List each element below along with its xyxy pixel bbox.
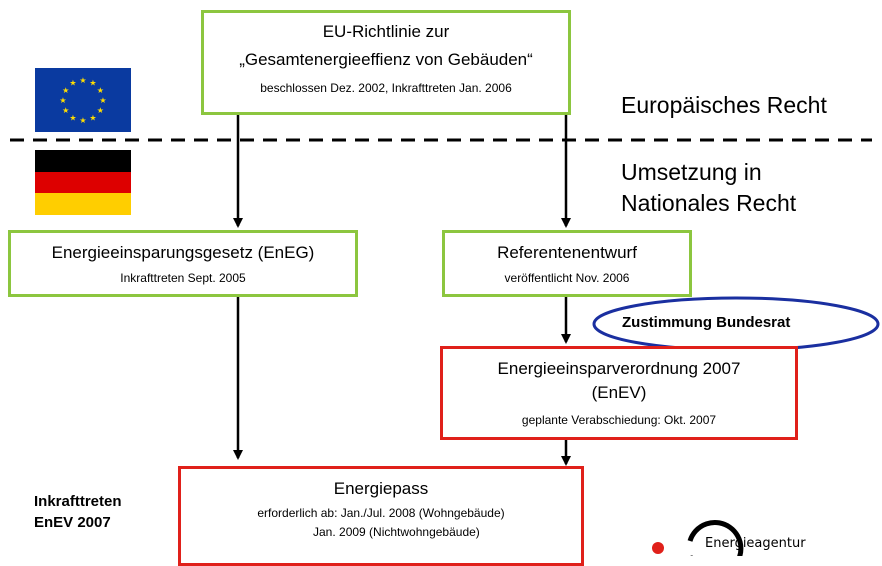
european-law-label: Europäisches Recht [621, 92, 827, 118]
eu-star-icon: ★ [69, 113, 76, 122]
eu-star-icon: ★ [97, 106, 104, 115]
eu-flag-icon: ★★★★★★★★★★★★ [35, 68, 131, 132]
enev-title-line1: Energieeinsparverordnung 2007 [497, 359, 741, 378]
energiepass-box: Energiepass erforderlich ab: Jan./Jul. 2… [178, 466, 584, 566]
eu-directive-box: EU-Richtlinie zur „Gesamtenergieeffienz … [201, 10, 571, 115]
referentenentwurf-subtitle: veröffentlicht Nov. 2006 [504, 271, 630, 285]
energiepass-subtitle-line2: Jan. 2009 (Nichtwohngebäude) [313, 525, 480, 539]
eu-star-icon: ★ [62, 86, 69, 95]
referentenentwurf-title: Referentenentwurf [497, 243, 637, 262]
german-flag-icon [35, 150, 131, 215]
eu-star-icon: ★ [99, 96, 106, 105]
energiepass-subtitle-line1: erforderlich ab: Jan./Jul. 2008 (Wohngeb… [257, 506, 505, 520]
eneg-subtitle: Inkrafttreten Sept. 2005 [120, 271, 246, 285]
eu-star-icon: ★ [59, 96, 66, 105]
enev-title-line2: (EnEV) [591, 383, 647, 402]
energieagentur-logo-text: Energieagentur [705, 536, 806, 551]
national-law-label-line2: Nationales Recht [621, 190, 797, 216]
eu-directive-subtitle: beschlossen Dez. 2002, Inkrafttreten Jan… [260, 81, 512, 95]
enev-subtitle: geplante Verabschiedung: Okt. 2007 [521, 413, 717, 427]
eu-star-icon: ★ [79, 76, 86, 85]
eu-star-icon: ★ [89, 79, 96, 88]
eu-star-icon: ★ [69, 79, 76, 88]
eu-star-icon: ★ [89, 113, 96, 122]
eu-star-icon: ★ [62, 106, 69, 115]
energieagentur-logo-icon [652, 520, 744, 556]
eu-directive-title-line1: EU-Richtlinie zur [322, 22, 450, 41]
energiepass-title: Energiepass [333, 479, 429, 498]
inkrafttreten-label-line2: EnEV 2007 [34, 514, 111, 531]
eneg-title: Energieeinsparungsgesetz (EnEG) [51, 243, 315, 262]
national-law-label-line1: Umsetzung in [621, 159, 762, 185]
referentenentwurf-box: Referentenentwurf veröffentlicht Nov. 20… [442, 230, 692, 297]
bundesrat-label: Zustimmung Bundesrat [622, 314, 791, 331]
inkrafttreten-label-line1: Inkrafttreten [34, 493, 122, 510]
eu-star-icon: ★ [79, 116, 86, 125]
enev-box: Energieeinsparverordnung 2007 (EnEV) gep… [440, 346, 798, 440]
eneg-box: Energieeinsparungsgesetz (EnEG) Inkraftt… [8, 230, 358, 297]
eu-directive-title-line2: „Gesamtenergieeffienz von Gebäuden“ [239, 50, 533, 69]
eu-star-icon: ★ [97, 86, 104, 95]
